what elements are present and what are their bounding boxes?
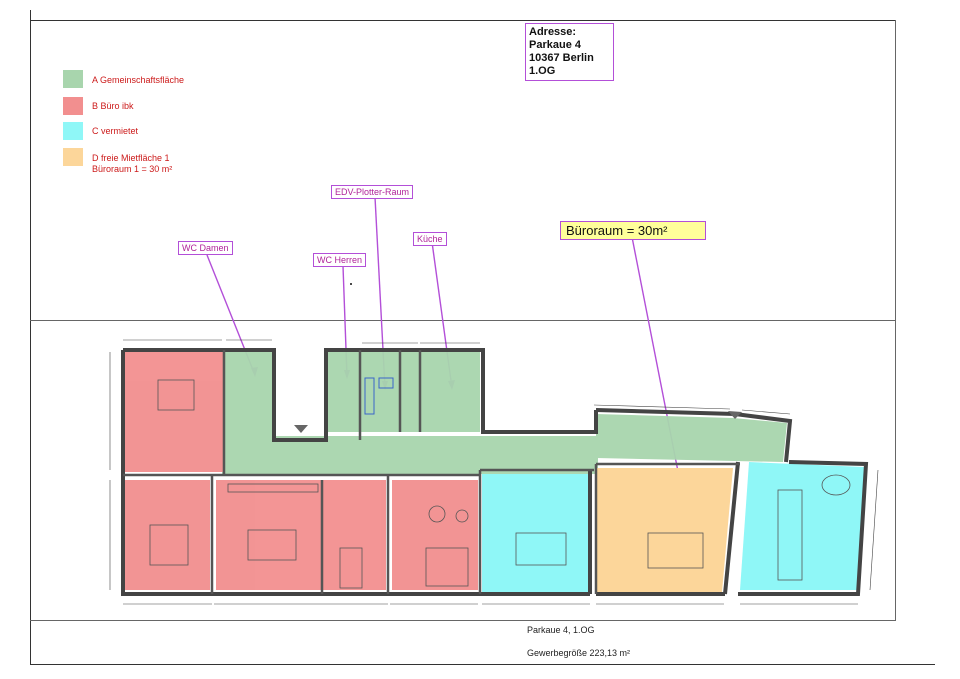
callout-wc-men: WC Herren <box>313 253 367 267</box>
frame-bottom <box>30 664 935 665</box>
address-heading: Adresse: <box>529 26 577 38</box>
address-street: Parkaue 4 <box>529 39 581 51</box>
callout-wc-women: WC Damen <box>178 241 233 255</box>
frame-middle <box>30 320 896 321</box>
callout-edv-plotter-room: EDV-Plotter-Raum <box>331 185 414 199</box>
legend-swatch-ibk <box>63 97 83 115</box>
frame-top <box>30 20 896 21</box>
legend-label-free-2: Büroraum 1 = 30 m² <box>92 164 173 174</box>
legend-swatch-rented <box>63 122 83 140</box>
address-box: Adresse: Parkaue 4 10367 Berlin 1.OG <box>525 23 614 81</box>
footer-title: Parkaue 4, 1.OG <box>527 625 595 635</box>
frame-lower <box>30 620 896 621</box>
address-floor: 1.OG <box>529 65 556 77</box>
footer-size: Gewerbegröße 223,13 m² <box>527 648 631 658</box>
legend-swatch-free <box>63 148 83 166</box>
legend-label-ibk: B Büro ibk <box>92 101 134 111</box>
frame-left <box>30 10 31 665</box>
address-city: 10367 Berlin <box>529 52 594 64</box>
legend-label-rented: C vermietet <box>92 126 139 136</box>
callout-office-room: Büroraum = 30m² <box>560 221 706 240</box>
legend-label-common: A Gemeinschaftsfläche <box>92 75 185 85</box>
legend-swatch-common <box>63 70 83 88</box>
legend-label-free-1: D freie Mietfläche 1 <box>92 153 170 163</box>
callout-kitchen: Küche <box>413 232 447 246</box>
